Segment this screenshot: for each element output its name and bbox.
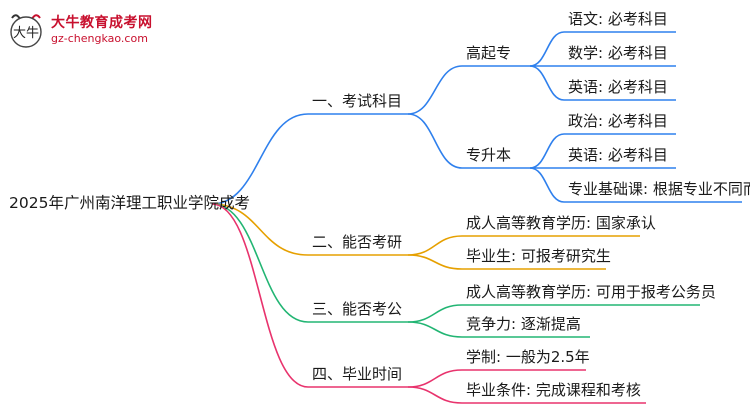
leaf-connector [529, 133, 565, 169]
group-connector [407, 65, 463, 115]
branch-connector [211, 203, 309, 256]
leaf-connector [407, 254, 463, 270]
leaf-item: 专业基础课: 根据专业不同而异 [568, 180, 750, 198]
leaf-item: 毕业条件: 完成课程和考核 [466, 381, 641, 399]
site-brand-name: 大牛教育成考网 [51, 15, 153, 31]
branch-exam-subjects: 一、考试科目 [312, 92, 403, 110]
leaf-connector [407, 321, 463, 338]
leaf-item: 成人高等教育学历: 可用于报考公务员 [466, 283, 716, 301]
site-logo[interactable]: 大牛 大牛教育成考网 gz-chengkao.com [6, 10, 166, 52]
leaf-item: 政治: 必考科目 [568, 112, 668, 130]
group-connector [407, 113, 463, 169]
leaf-connector [407, 235, 463, 256]
emblem-text: 大牛 [13, 26, 39, 41]
leaf-item: 学制: 一般为2.5年 [466, 348, 590, 366]
leaf-item: 语文: 必考科目 [568, 10, 668, 28]
branch-connector [211, 113, 309, 205]
leaf-connector [407, 304, 463, 323]
leaf-item: 数学: 必考科目 [568, 44, 668, 62]
branch-connector [211, 203, 309, 388]
leaf-connector [529, 31, 565, 67]
leaf-item: 英语: 必考科目 [568, 146, 668, 164]
leaf-item: 竞争力: 逐渐提高 [466, 315, 581, 333]
leaf-connector [529, 167, 565, 203]
leaf-item: 英语: 必考科目 [568, 78, 668, 96]
group-zhuanshengben: 专升本 [466, 146, 512, 164]
leaf-connector [529, 65, 565, 101]
leaf-connector [407, 369, 463, 388]
site-domain[interactable]: gz-chengkao.com [51, 32, 148, 45]
branch-grad-school: 二、能否考研 [312, 233, 403, 251]
leaf-item: 成人高等教育学历: 国家承认 [466, 214, 656, 232]
leaf-connector [407, 386, 463, 404]
group-gaoqizhuan: 高起专 [466, 44, 512, 62]
branch-connector [211, 203, 309, 323]
leaf-item: 毕业生: 可报考研究生 [466, 247, 611, 265]
branch-civil-service: 三、能否考公 [312, 300, 403, 318]
bull-emblem-icon: 大牛 [10, 14, 42, 48]
branch-graduation: 四、毕业时间 [312, 365, 403, 383]
mindmap-root: 2025年广州南洋理工职业学院成考 [9, 194, 250, 212]
